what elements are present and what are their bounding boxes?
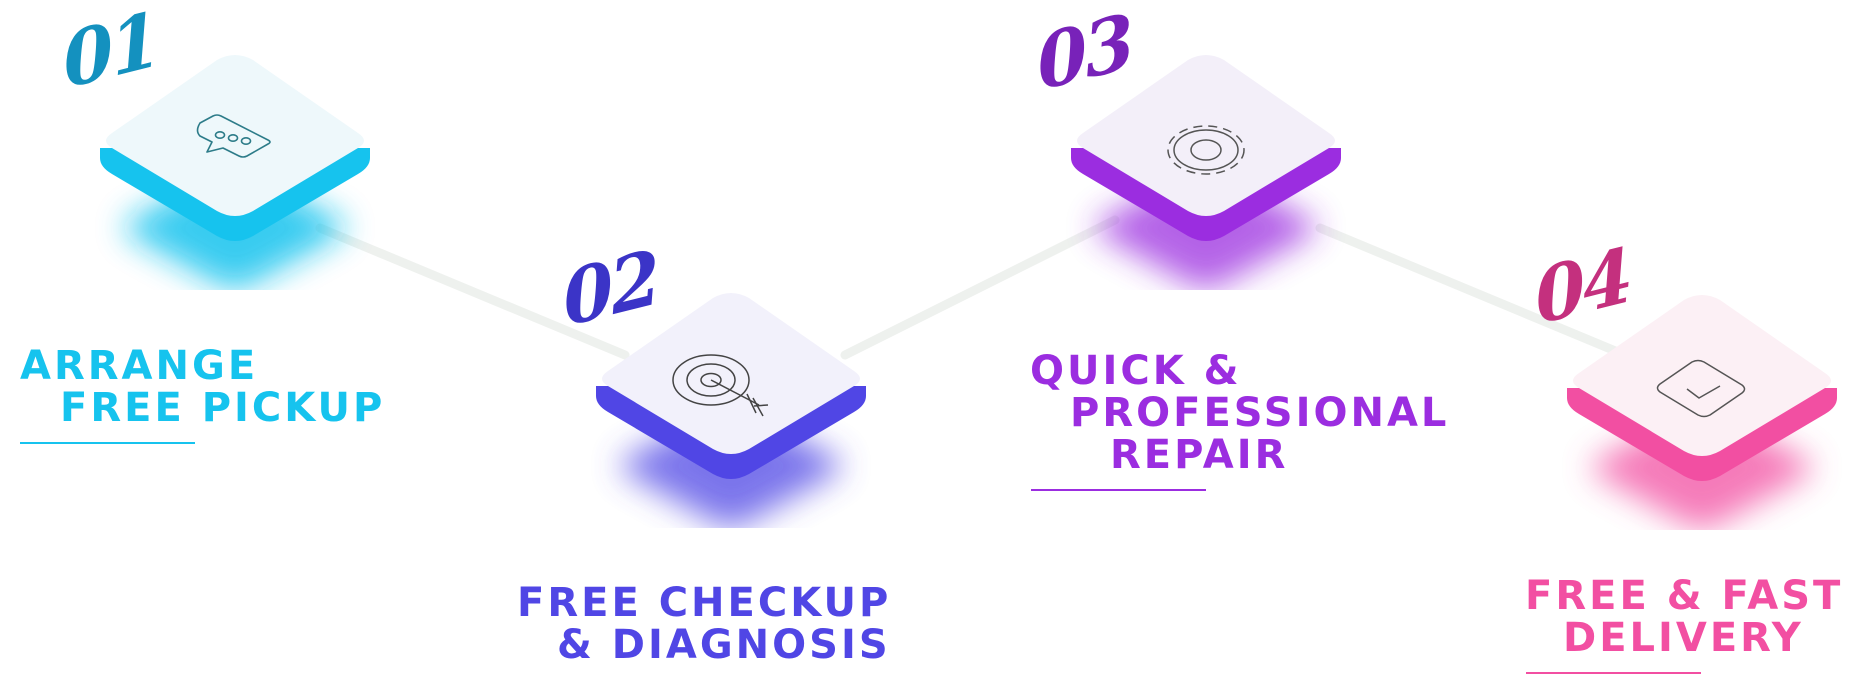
step-title: FREE CHECKUP & DIAGNOSIS <box>517 580 892 668</box>
step-title: QUICK & PROFESSIONAL REPAIR <box>1030 348 1450 478</box>
box-check-icon <box>1656 359 1746 418</box>
connector-1-2 <box>315 223 630 360</box>
step-tile <box>1567 295 1837 529</box>
target-icon <box>672 354 769 417</box>
gear-icon <box>1167 125 1245 175</box>
step-underline <box>1031 489 1206 491</box>
connector-3-4 <box>1315 223 1630 360</box>
step-title: ARRANGE FREE PICKUP <box>20 343 386 431</box>
step-tile <box>596 293 866 527</box>
step-underline <box>1526 672 1701 674</box>
step-tile <box>100 55 370 289</box>
connector-2-3 <box>840 215 1120 360</box>
chat-bubble-icon <box>196 114 271 158</box>
step-title: FREE & FAST DELIVERY <box>1525 573 1844 661</box>
step-underline <box>20 442 195 444</box>
step-tile <box>1071 55 1341 289</box>
